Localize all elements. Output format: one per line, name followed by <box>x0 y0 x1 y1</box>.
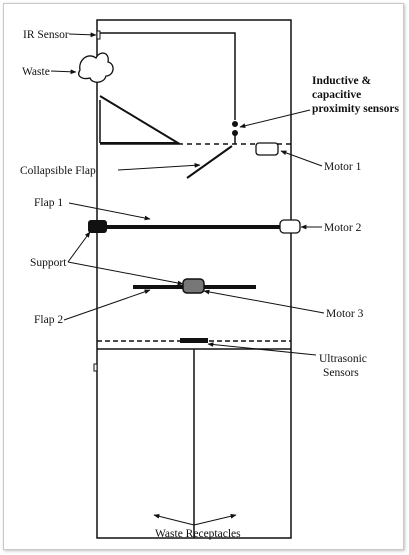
waste-arrow <box>50 69 77 75</box>
motor1-label: Motor 1 <box>324 161 362 173</box>
proximity-arrow <box>239 109 311 129</box>
motor2-label: Motor 2 <box>324 222 362 234</box>
collapsible-flap-label: Collapsible Flap <box>20 165 96 177</box>
ir-sensor-label: IR Sensor <box>23 29 69 41</box>
waste-receptacles-label: Waste Receptacles <box>155 528 241 540</box>
flap2-arrow <box>63 289 151 321</box>
ultrasonic-sensor-bar <box>180 338 208 343</box>
figure-frame <box>3 3 404 550</box>
proximity-sensor-bottom <box>232 130 238 136</box>
ultrasonic-label-line1: Ultrasonic <box>319 353 367 365</box>
funnel-ramp <box>99 95 182 144</box>
flap1-arrow <box>68 202 151 221</box>
receptacle-handle <box>93 363 98 372</box>
motor3-arrow <box>203 289 325 314</box>
support-label: Support <box>30 257 67 269</box>
flap1-label: Flap 1 <box>34 197 63 209</box>
waste-shape <box>78 52 114 83</box>
support-arrow-left <box>67 231 91 263</box>
ir-sensor <box>96 30 101 40</box>
waste-label: Waste <box>22 66 50 78</box>
proximity-label-line2: capacitive <box>312 89 361 101</box>
proximity-label-line1: Inductive & <box>312 75 372 87</box>
ir-sensor-wire <box>100 32 236 120</box>
support-left <box>88 220 107 233</box>
flap2-label: Flap 2 <box>34 314 63 326</box>
proximity-sensor-top <box>232 121 238 127</box>
ultrasonic-label-line2: Sensors <box>323 367 359 379</box>
motor2-box <box>279 219 301 234</box>
receptacle-arrow-right <box>193 513 237 526</box>
motor1-box <box>255 142 279 156</box>
support-center <box>182 278 205 294</box>
receptacle-arrow-left <box>153 513 195 526</box>
support-arrow-right <box>67 261 184 286</box>
ultrasonic-arrow <box>207 342 317 356</box>
motor3-label: Motor 3 <box>326 308 364 320</box>
proximity-label-line3: proximity sensors <box>312 103 400 115</box>
ir-sensor-arrow <box>68 32 97 38</box>
motor1-arrow <box>280 150 323 167</box>
collapsible-flap-line <box>186 145 233 179</box>
collapsible-flap-arrow <box>117 162 201 171</box>
